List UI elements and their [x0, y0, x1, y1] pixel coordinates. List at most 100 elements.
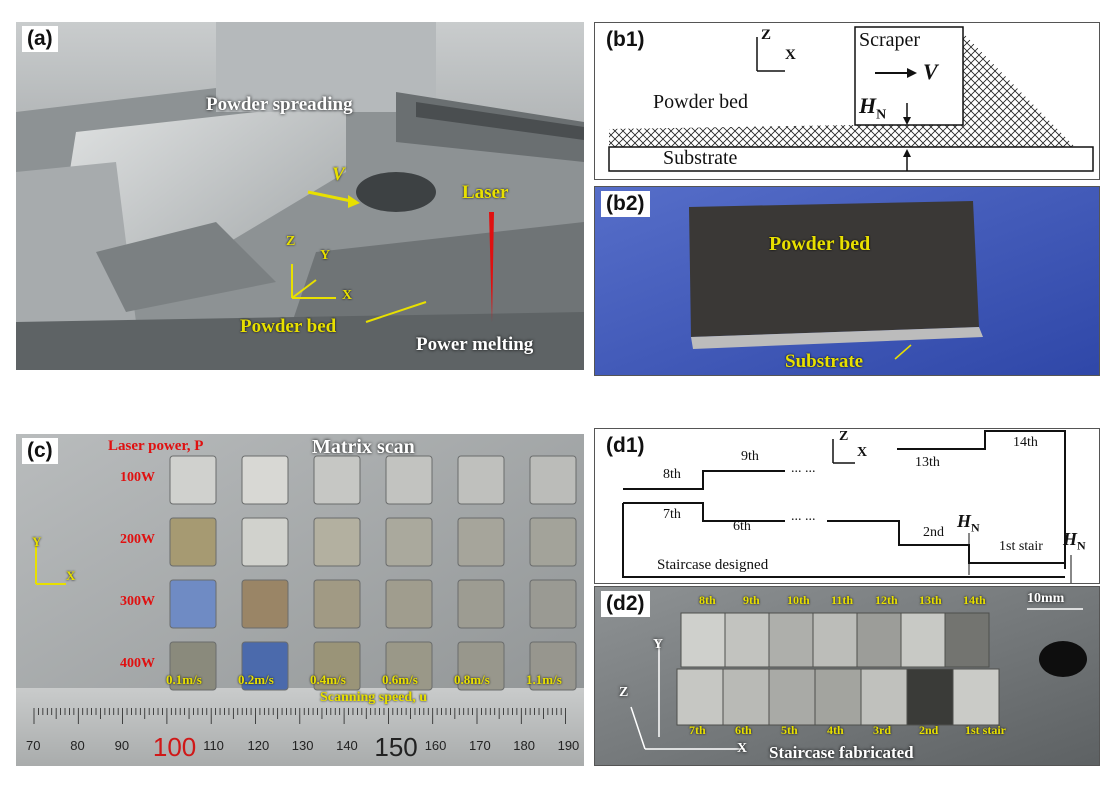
scraper-label: Scraper — [859, 29, 921, 51]
panel-d1: (d1) Z X 8th 9th ... ... 13th 14th 7th 6… — [594, 428, 1100, 584]
power-label: 400W — [120, 656, 155, 671]
hn-label-2: HN — [1063, 529, 1086, 554]
powder-spreading-label: Powder spreading — [206, 94, 353, 115]
staircase-block — [768, 612, 814, 668]
bottom-step-label: 4th — [827, 723, 844, 737]
axis-y-label: Y — [320, 248, 331, 263]
matrix-cell — [313, 455, 361, 505]
b1-schematic — [608, 26, 1094, 172]
ruler-label: 80 — [70, 738, 85, 753]
matrix-cell — [529, 517, 577, 567]
step-14th: 14th — [1013, 435, 1038, 450]
panel-d2-tag: (d2) — [601, 591, 650, 617]
step-1st: 1st stair — [999, 539, 1043, 554]
d2-axis-y: Y — [653, 637, 664, 652]
matrix-cell — [169, 455, 217, 505]
staircase-block — [724, 612, 770, 668]
power-melting-label: Power melting — [416, 334, 534, 355]
speed-label: 0.2m/s — [238, 672, 274, 687]
step-13th: 13th — [915, 455, 940, 470]
speed-label: 0.4m/s — [310, 672, 346, 687]
matrix-cell — [529, 455, 577, 505]
speed-label: 0.1m/s — [166, 672, 202, 687]
scanning-speed-label: Scanning speed, u — [320, 690, 427, 705]
matrix-cell — [457, 517, 505, 567]
ruler-label: 120 — [247, 738, 270, 753]
d2-photo — [595, 587, 1099, 765]
b2-powder-bed-label: Powder bed — [769, 233, 871, 255]
matrix-cell — [241, 579, 289, 629]
hn-main-2: H — [1063, 529, 1078, 549]
top-step-label: 13th — [919, 593, 942, 607]
matrix-cell — [385, 455, 433, 505]
staircase-fabricated-label: Staircase fabricated — [769, 743, 914, 762]
panel-a: (a) Powder spreading V Laser Z Y X Powde… — [16, 22, 584, 370]
panel-d1-tag: (d1) — [601, 433, 650, 459]
panel-c-tag: (c) — [22, 438, 58, 464]
ruler-label: 130 — [291, 738, 314, 753]
b1-hn-sub: N — [876, 107, 887, 123]
matrix-cell — [241, 455, 289, 505]
panel-b2-tag: (b2) — [601, 191, 650, 217]
top-step-label: 8th — [699, 593, 716, 607]
matrix-cell — [169, 517, 217, 567]
matrix-cell — [241, 641, 289, 691]
b1-v-label: V — [923, 59, 938, 84]
top-step-label: 9th — [743, 593, 760, 607]
d2-axis-x: X — [737, 741, 748, 756]
d1-schematic — [622, 430, 1072, 583]
matrix-cell — [169, 641, 217, 691]
top-step-label: 11th — [831, 593, 854, 607]
matrix-cell — [313, 517, 361, 567]
staircase-block — [680, 612, 726, 668]
dots-lower: ... ... — [791, 509, 816, 524]
staircase-block — [860, 668, 908, 726]
staircase-block — [900, 612, 946, 668]
speed-label: 0.8m/s — [454, 672, 490, 687]
step-7th: 7th — [663, 507, 681, 522]
bottom-step-label: 7th — [689, 723, 706, 737]
staircase-block — [952, 668, 1000, 726]
panel-a-tag: (a) — [22, 26, 58, 52]
scale-bar-label: 10mm — [1027, 591, 1065, 606]
ruler-label: 160 — [424, 738, 447, 753]
ruler-label: 110 — [203, 738, 224, 753]
matrix-cell — [169, 579, 217, 629]
matrix-cell — [385, 579, 433, 629]
panel-b1-tag: (b1) — [601, 27, 650, 53]
c-axis-y: Y — [32, 534, 42, 549]
ruler-label: 70 — [26, 738, 41, 753]
panel-b1: (b1) Z X Scraper V Powder bed HN Substra… — [594, 22, 1100, 180]
d2-axis-z: Z — [619, 685, 629, 700]
staircase-block — [768, 668, 816, 726]
powder-bed-label: Powder bed — [240, 316, 337, 337]
matrix-cell — [385, 641, 433, 691]
staircase-block — [814, 668, 862, 726]
power-label: 100W — [120, 470, 155, 485]
staircase-block — [722, 668, 770, 726]
power-label: 200W — [120, 532, 155, 547]
bottom-step-label: 1st stair — [965, 723, 1006, 737]
panel-b2: (b2) Powder bed Substrate — [594, 186, 1100, 376]
hn-main-1: H — [957, 511, 972, 531]
power-label: 300W — [120, 594, 155, 609]
staircase-block — [906, 668, 954, 726]
machine-photo — [16, 22, 584, 370]
ruler-label: 90 — [114, 738, 130, 753]
bottom-step-label: 2nd — [919, 723, 939, 737]
hn-label-1: HN — [957, 511, 980, 536]
staircase-designed-label: Staircase designed — [657, 557, 769, 573]
top-step-label: 12th — [875, 593, 898, 607]
speed-label: 0.6m/s — [382, 672, 418, 687]
bottom-step-label: 3rd — [873, 723, 891, 737]
ruler-label: 100 — [152, 732, 197, 762]
b1-axis-x: X — [785, 47, 796, 63]
b1-powder-bed-label: Powder bed — [653, 91, 748, 113]
ruler-label: 170 — [469, 738, 491, 753]
ruler-label: 140 — [336, 738, 358, 753]
staircase-block — [812, 612, 858, 668]
speed-label: 1.1m/s — [526, 672, 562, 687]
c-axis-x: X — [66, 568, 76, 583]
